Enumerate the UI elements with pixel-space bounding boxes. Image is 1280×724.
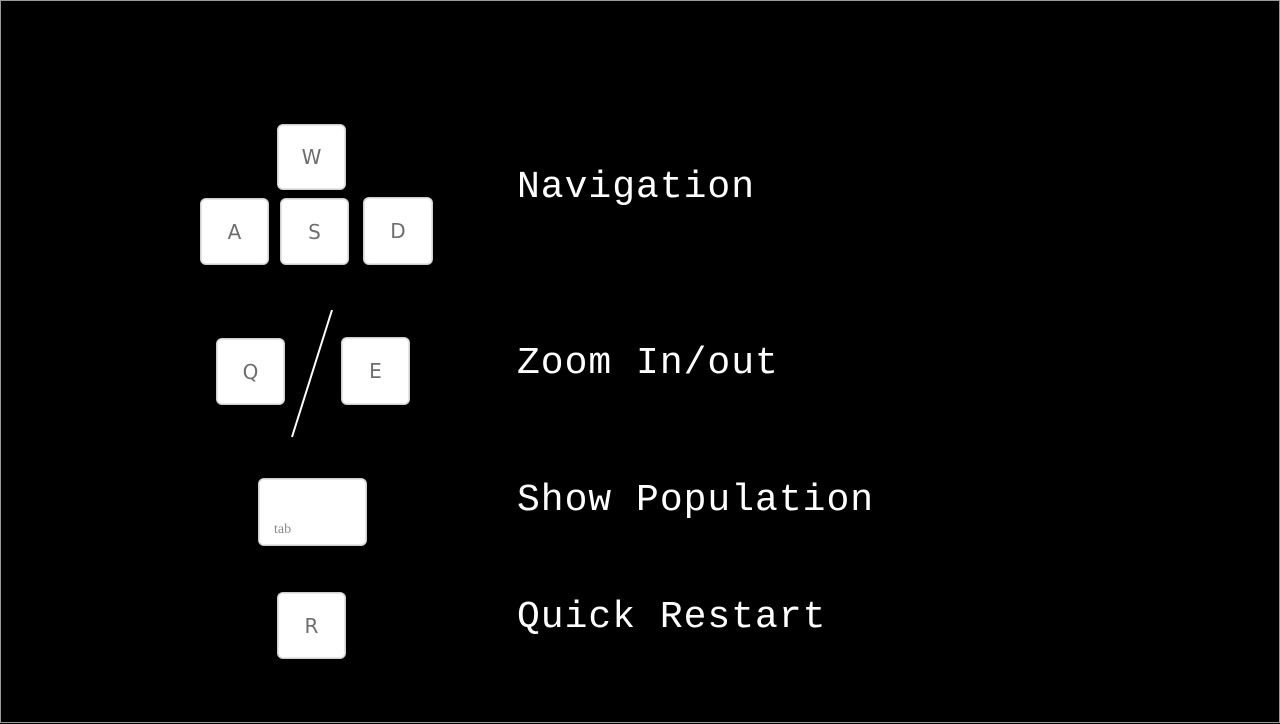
key-tab: tab <box>259 479 366 545</box>
key-q: Q <box>217 339 284 404</box>
key-d: D <box>364 198 432 264</box>
label-population: Show Population <box>517 479 875 522</box>
label-navigation: Navigation <box>517 166 756 209</box>
key-d-label: D <box>390 219 406 243</box>
key-r-label: R <box>304 613 319 638</box>
key-a-label: A <box>227 219 242 244</box>
key-e: E <box>342 338 409 404</box>
key-r: R <box>278 593 345 658</box>
key-tab-label: tab <box>274 522 292 537</box>
key-a: A <box>201 199 268 264</box>
key-s: S <box>281 199 348 264</box>
key-w: W <box>278 125 345 189</box>
label-restart: Quick Restart <box>517 596 827 639</box>
key-s-label: S <box>308 219 321 244</box>
label-zoom: Zoom In/out <box>517 342 779 385</box>
key-e-label: E <box>369 359 382 383</box>
key-w-label: W <box>301 145 322 169</box>
key-q-label: Q <box>242 359 259 384</box>
